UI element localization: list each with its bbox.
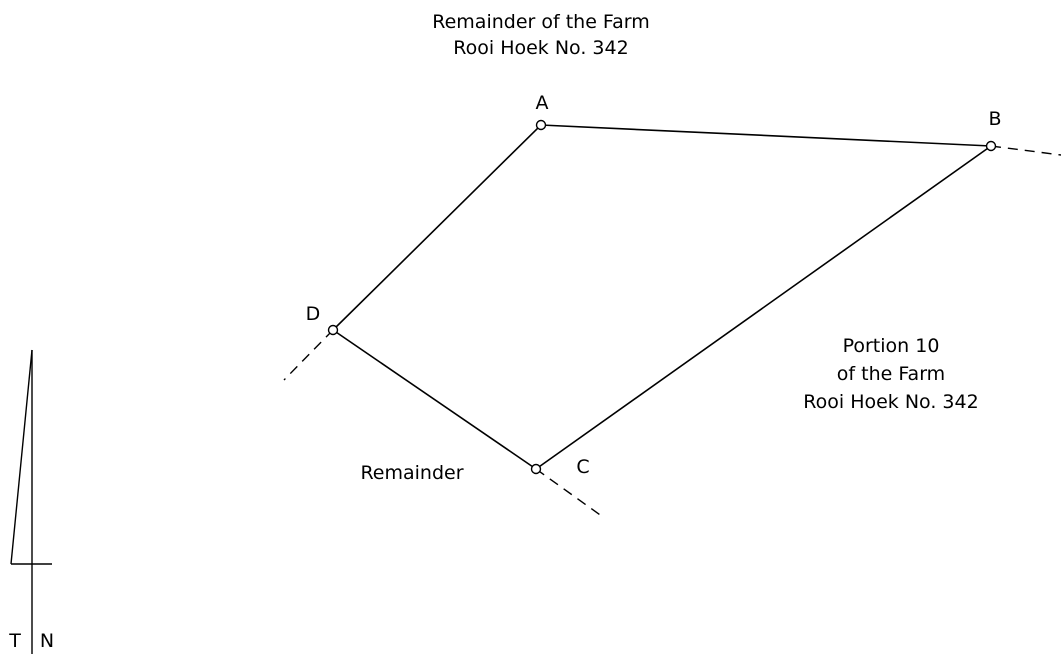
boundary-b-c — [535, 145, 992, 470]
right-label-line1: Portion 10 — [843, 335, 940, 357]
remainder-label: Remainder — [360, 462, 463, 484]
boundary-a-b — [540, 124, 992, 147]
beacon-c-marker — [530, 463, 542, 475]
beacon-a-label: A — [536, 92, 549, 114]
beacon-d-marker — [327, 324, 339, 336]
north-arrow-left-letter: T — [8, 630, 21, 652]
extension-c — [535, 468, 604, 518]
top-label-line2: Rooi Hoek No. 342 — [453, 37, 628, 59]
boundary-d-a — [332, 124, 542, 331]
right-label-line3: Rooi Hoek No. 342 — [803, 391, 978, 413]
extension-b — [990, 145, 1061, 156]
beacon-c-label: C — [576, 456, 589, 478]
beacon-d-label: D — [306, 303, 321, 325]
beacon-b-marker — [985, 140, 997, 152]
boundary-c-d — [332, 329, 537, 470]
right-label-line2: of the Farm — [837, 363, 945, 385]
beacon-b-label: B — [988, 108, 1001, 130]
extension-d — [283, 329, 334, 381]
top-label-line1: Remainder of the Farm — [432, 11, 650, 33]
beacon-a-marker — [535, 119, 547, 131]
north-arrow-icon — [10, 349, 52, 654]
north-arrow-right-letter: N — [40, 630, 54, 652]
